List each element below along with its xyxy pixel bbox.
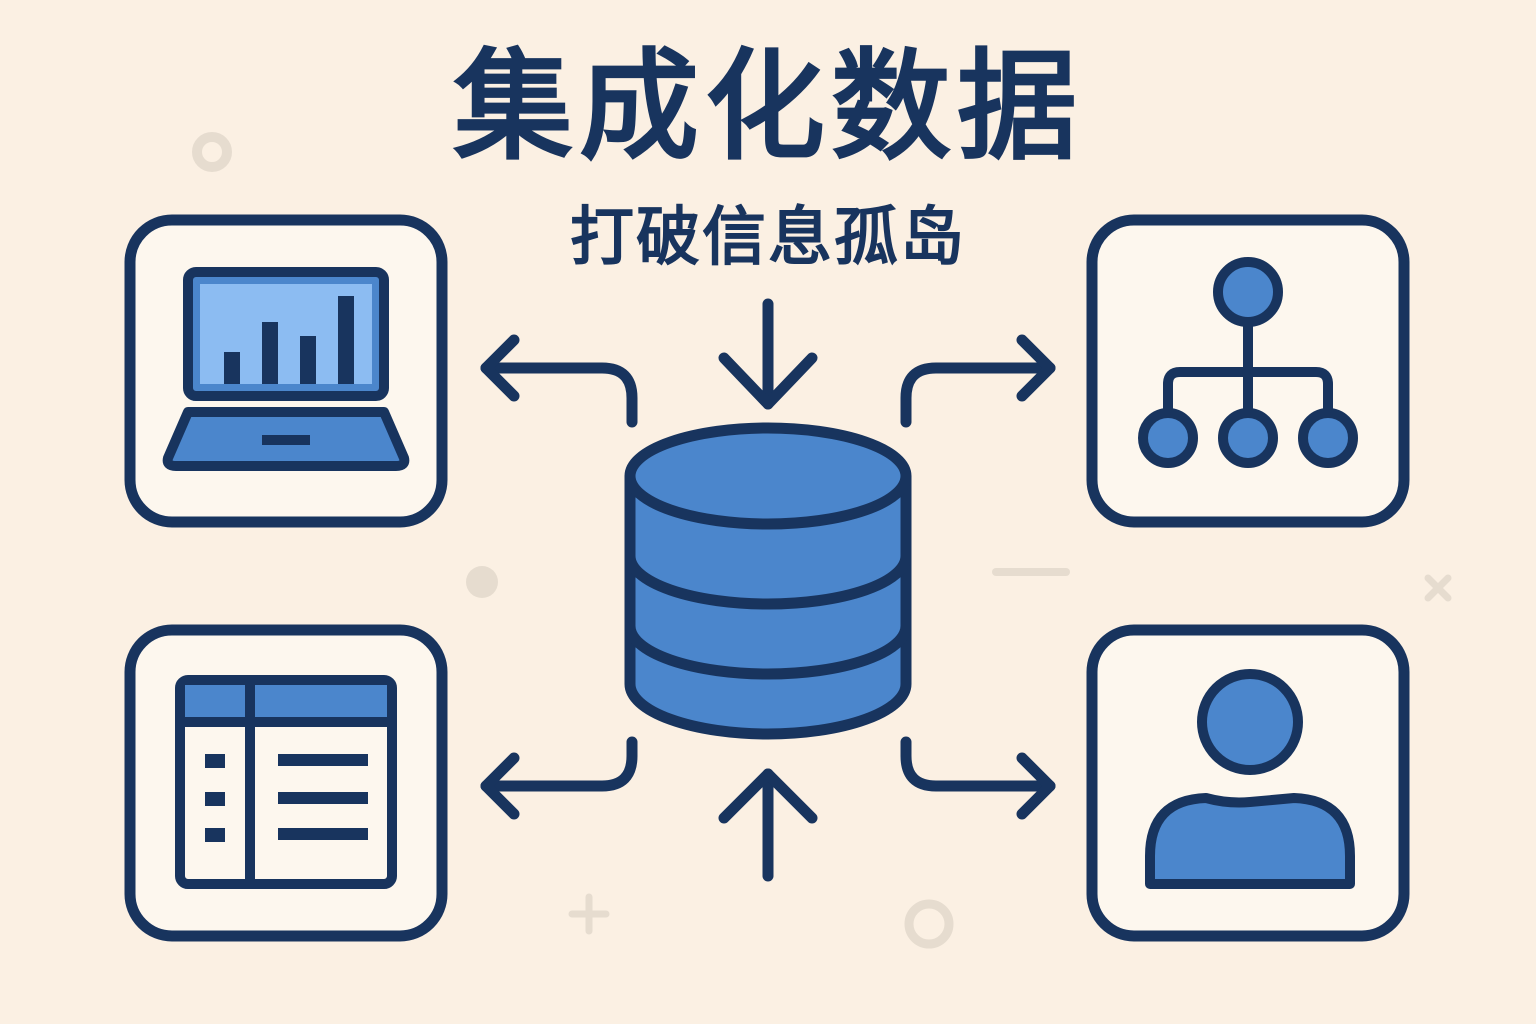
arrow-to-table	[480, 736, 638, 792]
arrow-into-database-head	[718, 352, 818, 410]
hierarchy-root-node	[1213, 257, 1283, 327]
arrow-to-laptop	[480, 362, 638, 428]
table-row-marker-3	[205, 828, 225, 842]
background-decorations	[192, 132, 1452, 949]
arrow-to-user-head	[1016, 752, 1056, 820]
table-header	[185, 685, 387, 721]
page-subtitle: 打破信息孤岛	[570, 201, 966, 275]
arrow-to-laptop-head	[480, 334, 520, 402]
database-ring-2	[624, 625, 912, 680]
database-ring-1	[624, 555, 912, 610]
connector-arrows	[480, 298, 1056, 882]
table-icon	[175, 675, 397, 889]
arrow-to-table-head	[480, 752, 520, 820]
decor-ring-left	[192, 132, 232, 172]
page-title: 集成化数据	[453, 38, 1083, 177]
chart-bar-2	[262, 322, 278, 384]
user-body	[1145, 793, 1355, 889]
user-icon	[1145, 669, 1355, 889]
table-row-marker-1	[205, 754, 225, 768]
decor-cross-b	[1424, 574, 1452, 602]
database-icon	[624, 422, 912, 740]
laptop-trackpad	[262, 435, 310, 445]
arrow-to-hierarchy	[900, 362, 1056, 428]
database-top	[624, 422, 912, 530]
table-row-line-2	[278, 792, 368, 804]
hierarchy-branches	[1163, 367, 1333, 423]
laptop-chart-icon	[162, 267, 410, 471]
hierarchy-node-left	[1138, 408, 1198, 468]
chart-bar-4	[338, 296, 354, 384]
chart-bar-3	[300, 336, 316, 384]
hierarchy-icon	[1138, 257, 1358, 468]
arrow-to-hierarchy-head	[1016, 334, 1056, 402]
table-row-line-1	[278, 754, 368, 766]
decor-dot-left	[466, 566, 498, 598]
decor-ring-bottom	[904, 899, 954, 949]
hierarchy-node-right	[1298, 408, 1358, 468]
arrow-to-user	[900, 736, 1056, 792]
arrow-up-to-database-head	[718, 768, 818, 824]
chart-bar-1	[224, 352, 240, 384]
table-row-marker-2	[205, 792, 225, 806]
hierarchy-node-middle	[1218, 408, 1278, 468]
table-row-line-3	[278, 828, 368, 840]
user-head	[1197, 669, 1303, 775]
